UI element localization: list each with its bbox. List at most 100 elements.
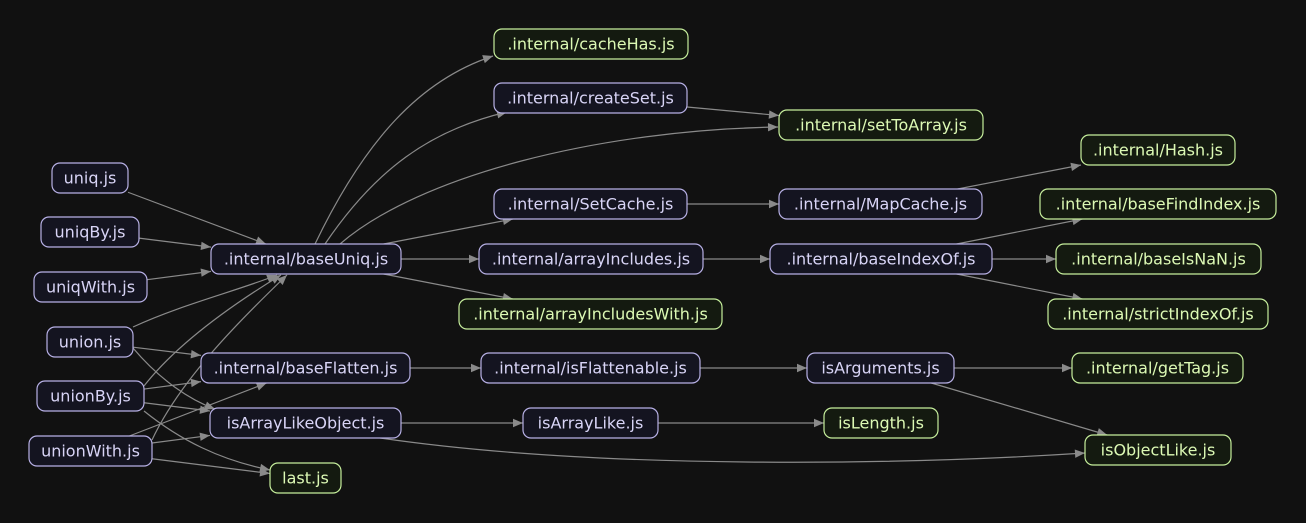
arrow-head-icon: [513, 418, 523, 428]
arrow-head-icon: [767, 122, 778, 132]
arrow-head-icon: [259, 468, 270, 477]
node-box: [1080, 134, 1236, 166]
node-label: union.js: [59, 333, 122, 352]
edge-unionWith-to-baseFlatten: [129, 382, 267, 437]
edge-line: [132, 274, 278, 328]
node-isFlattenable[interactable]: .internal/isFlattenable.js: [480, 352, 701, 384]
node-isObjectLike[interactable]: isObjectLike.js: [1084, 434, 1232, 466]
arrow-head-icon: [1062, 363, 1072, 373]
node-label: uniqWith.js: [46, 278, 135, 297]
node-label: isLength.js: [838, 414, 924, 433]
node-box: [51, 162, 129, 194]
node-box: [522, 407, 659, 439]
node-SetCache[interactable]: .internal/SetCache.js: [493, 188, 688, 220]
edge-line: [129, 382, 267, 437]
arrow-head-icon: [190, 350, 201, 359]
edge-line: [151, 458, 271, 475]
node-setToArray[interactable]: .internal/setToArray.js: [778, 109, 984, 141]
node-box: [36, 380, 145, 412]
node-isArrayLike[interactable]: isArrayLike.js: [522, 407, 659, 439]
node-Hash[interactable]: .internal/Hash.js: [1080, 134, 1236, 166]
node-label: .internal/isFlattenable.js: [494, 359, 687, 378]
arrow-head-icon: [769, 199, 779, 209]
edge-line: [324, 111, 508, 245]
arrow-head-icon: [1074, 449, 1085, 458]
node-label: .internal/SetCache.js: [508, 195, 674, 214]
node-box: [493, 28, 689, 60]
node-baseFindIndex[interactable]: .internal/baseFindIndex.js: [1039, 188, 1277, 220]
node-cacheHas[interactable]: .internal/cacheHas.js: [493, 28, 689, 60]
node-box: [778, 188, 983, 220]
node-unionWith[interactable]: unionWith.js: [28, 435, 153, 467]
node-label: .internal/baseIndexOf.js: [787, 250, 976, 269]
node-MapCache[interactable]: .internal/MapCache.js: [778, 188, 983, 220]
node-baseFlatten[interactable]: .internal/baseFlatten.js: [200, 352, 411, 384]
node-label: .internal/baseIsNaN.js: [1071, 250, 1246, 269]
edge-line: [956, 218, 1083, 245]
arrow-head-icon: [255, 382, 267, 391]
node-label: unionWith.js: [41, 442, 140, 461]
node-uniqBy[interactable]: uniqBy.js: [40, 216, 140, 248]
node-label: .internal/strictIndexOf.js: [1062, 305, 1254, 324]
arrow-head-icon: [797, 363, 807, 373]
arrow-head-icon: [270, 275, 281, 284]
arrow-head-icon: [814, 418, 824, 428]
edge-uniqBy-to-baseUniq: [138, 237, 212, 251]
edge-createSet-to-setToArray: [686, 106, 780, 119]
edge-unionBy-to-baseFlatten: [143, 378, 202, 390]
arrow-head-icon: [255, 236, 266, 245]
node-isLength[interactable]: isLength.js: [823, 407, 939, 439]
arrow-head-icon: [200, 241, 211, 251]
node-box: [200, 352, 411, 384]
nodes-layer: uniq.js uniqBy.js uniqWith.js union.js union…: [28, 28, 1277, 494]
node-baseIsNaN[interactable]: .internal/baseIsNaN.js: [1055, 243, 1262, 275]
edge-unionWith-to-last: [151, 458, 271, 477]
node-box: [1071, 352, 1244, 384]
arrow-head-icon: [482, 55, 493, 64]
node-union[interactable]: union.js: [46, 326, 134, 358]
edge-line: [143, 410, 271, 471]
node-isArrayLikeObject[interactable]: isArrayLikeObject.js: [209, 407, 402, 439]
node-box: [769, 243, 993, 275]
node-box: [806, 352, 955, 384]
node-isArguments[interactable]: isArguments.js: [806, 352, 955, 384]
node-createSet[interactable]: .internal/createSet.js: [493, 82, 688, 114]
edge-line: [956, 273, 1083, 300]
edges-layer: [127, 55, 1108, 477]
node-label: isArrayLike.js: [538, 414, 644, 433]
edge-line: [931, 382, 1108, 436]
node-label: .internal/baseFlatten.js: [214, 359, 398, 378]
node-unionBy[interactable]: unionBy.js: [36, 380, 145, 412]
node-box: [28, 435, 153, 467]
node-last[interactable]: last.js: [269, 462, 342, 494]
node-box: [209, 407, 402, 439]
node-arrayIncludesWith[interactable]: .internal/arrayIncludesWith.js: [458, 298, 723, 330]
edge-baseUniq-to-cacheHas: [314, 55, 494, 245]
edge-line: [379, 437, 1086, 463]
node-box: [478, 243, 704, 275]
node-baseIndexOf[interactable]: .internal/baseIndexOf.js: [769, 243, 993, 275]
node-label: unionBy.js: [50, 387, 131, 406]
edge-baseUniq-to-setToArray: [339, 122, 779, 245]
node-uniqWith[interactable]: uniqWith.js: [33, 271, 148, 303]
edge-baseUniq-to-arrayIncludes: [401, 254, 479, 264]
edge-isArguments-to-isObjectLike: [931, 382, 1108, 437]
node-label: .internal/Hash.js: [1093, 141, 1223, 160]
node-box: [1047, 298, 1269, 330]
node-baseUniq[interactable]: .internal/baseUniq.js: [210, 243, 402, 275]
node-arrayIncludes[interactable]: .internal/arrayIncludes.js: [478, 243, 704, 275]
edge-line: [314, 55, 494, 245]
node-strictIndexOf[interactable]: .internal/strictIndexOf.js: [1047, 298, 1269, 330]
node-box: [778, 109, 984, 141]
node-label: uniq.js: [64, 169, 117, 188]
node-getTag[interactable]: .internal/getTag.js: [1071, 352, 1244, 384]
edge-SetCache-to-MapCache: [687, 199, 779, 209]
node-box: [1055, 243, 1262, 275]
edge-line: [151, 274, 288, 441]
node-uniq[interactable]: uniq.js: [51, 162, 129, 194]
edge-isArrayLikeObject-to-isArrayLike: [401, 418, 523, 428]
edge-unionWith-to-baseUniq: [151, 274, 288, 441]
node-label: .internal/MapCache.js: [794, 195, 967, 214]
